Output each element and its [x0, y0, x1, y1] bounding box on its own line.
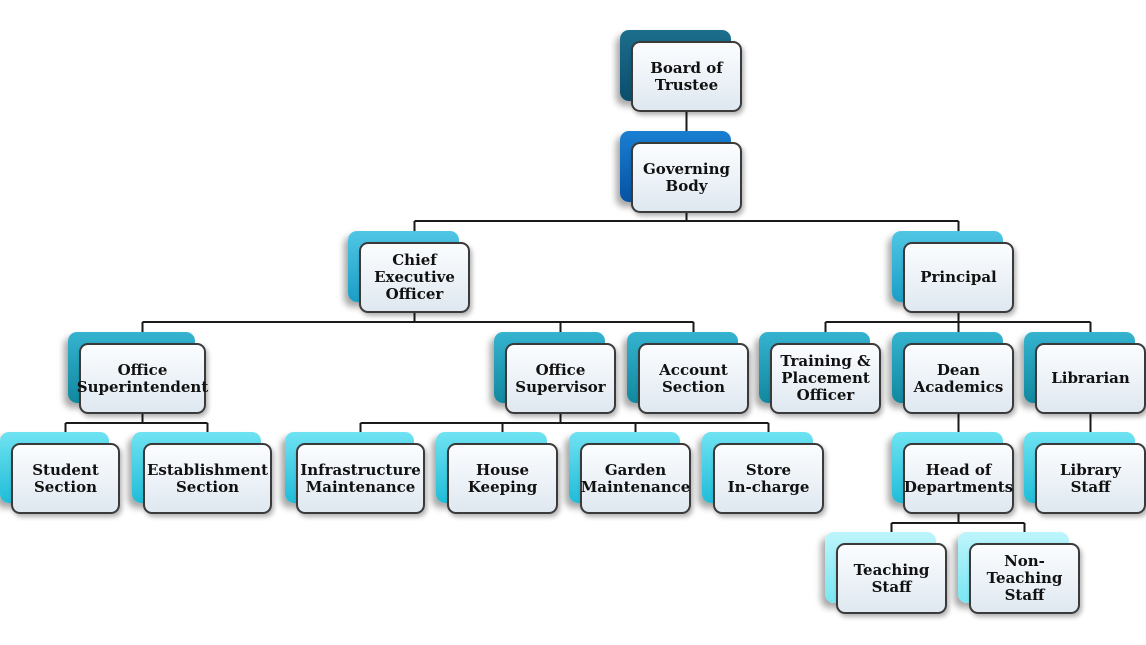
node-principal: Principal	[892, 231, 1014, 313]
node-librarian: Librarian	[1024, 332, 1146, 414]
node-label: Principal	[920, 268, 997, 286]
node-card: Principal	[903, 242, 1014, 313]
node-card: Librarian	[1035, 343, 1146, 414]
node-label: Librarian	[1051, 369, 1130, 387]
